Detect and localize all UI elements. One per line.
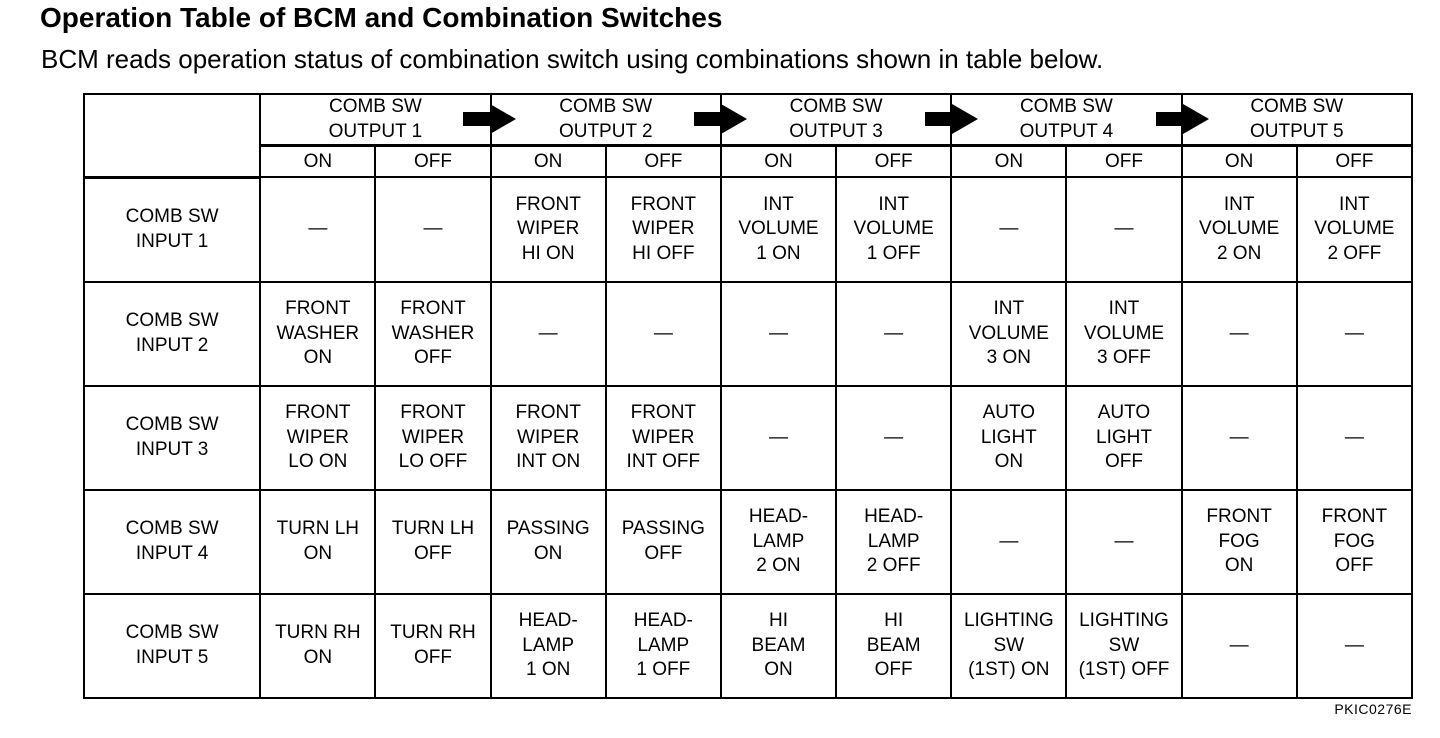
table-cell: HEAD- LAMP 2 OFF: [835, 488, 953, 595]
table-cell: —: [489, 280, 607, 387]
input-row-label: COMB SW INPUT 3: [82, 384, 262, 491]
input-row-label: COMB SW INPUT 5: [82, 592, 262, 699]
table-cell: —: [1065, 176, 1183, 283]
header-onoff-row: ON OFF ON OFF ON OFF ON OFF ON OFF: [84, 144, 1414, 179]
table-cell: TURN RH ON: [259, 592, 377, 699]
header-output-1: COMB SW OUTPUT 1: [259, 93, 492, 148]
page-subtitle: BCM reads operation status of combinatio…: [41, 44, 1104, 74]
table-cell: —: [1065, 488, 1183, 595]
header-output-5: COMB SW OUTPUT 5: [1180, 93, 1414, 148]
table-row-input-3: COMB SW INPUT 3 FRONT WIPER LO ON FRONT …: [82, 384, 1414, 491]
table-cell: FRONT WIPER INT ON: [489, 384, 607, 491]
table-cell: —: [719, 280, 838, 387]
input-row-label: COMB SW INPUT 4: [82, 488, 262, 595]
table-cell: —: [1180, 592, 1298, 699]
table-cell: FRONT WIPER HI ON: [489, 176, 607, 283]
input-row-label: COMB SW INPUT 2: [82, 280, 262, 387]
table-cell: —: [950, 176, 1068, 283]
operation-table: COMB SW OUTPUT 1 COMB SW OUTPUT 2 COMB S…: [82, 92, 1415, 699]
table-row-input-1: COMB SW INPUT 1 — — FRONT WIPER HI ON FR…: [82, 176, 1414, 283]
table-cell: FRONT WASHER OFF: [374, 280, 492, 387]
figure-code: PKIC0276E: [1334, 701, 1412, 717]
table-cell: HI BEAM ON: [719, 592, 838, 699]
on-header-5: ON: [1180, 144, 1298, 179]
input-row-label: COMB SW INPUT 1: [82, 176, 262, 283]
table-cell: TURN RH OFF: [374, 592, 492, 699]
table-cell: HI BEAM OFF: [835, 592, 953, 699]
table-cell: —: [1295, 280, 1414, 387]
header-group-row: COMB SW OUTPUT 1 COMB SW OUTPUT 2 COMB S…: [82, 92, 1414, 179]
table-cell: FRONT FOG ON: [1180, 488, 1298, 595]
on-header-3: ON: [719, 144, 838, 179]
table-cell: FRONT WIPER LO ON: [259, 384, 377, 491]
on-header-4: ON: [950, 144, 1068, 179]
table-cell: INT VOLUME 3 OFF: [1065, 280, 1183, 387]
table-cell: FRONT FOG OFF: [1295, 488, 1414, 595]
header-output-3: COMB SW OUTPUT 3: [719, 93, 953, 148]
table-cell: INT VOLUME 1 ON: [719, 176, 838, 283]
page-title: Operation Table of BCM and Combination S…: [40, 2, 723, 33]
table-cell: INT VOLUME 2 ON: [1180, 176, 1298, 283]
table-cell: —: [604, 280, 722, 387]
table-row-input-5: COMB SW INPUT 5 TURN RH ON TURN RH OFF H…: [82, 592, 1414, 699]
on-header-2: ON: [489, 144, 607, 179]
table-cell: TURN LH ON: [259, 488, 377, 595]
table-cell: HEAD- LAMP 1 ON: [489, 592, 607, 699]
table-cell: HEAD- LAMP 1 OFF: [604, 592, 722, 699]
header-output-2: COMB SW OUTPUT 2: [489, 93, 722, 148]
table-cell: FRONT WIPER LO OFF: [374, 384, 492, 491]
table-cell: —: [835, 280, 953, 387]
table-cell: AUTO LIGHT OFF: [1065, 384, 1183, 491]
off-header-5: OFF: [1295, 144, 1414, 179]
off-header-3: OFF: [835, 144, 953, 179]
table-cell: FRONT WASHER ON: [259, 280, 377, 387]
table-cell: —: [1295, 592, 1414, 699]
header-output-4: COMB SW OUTPUT 4: [950, 93, 1183, 148]
table-cell: —: [1180, 384, 1298, 491]
table-cell: FRONT WIPER INT OFF: [604, 384, 722, 491]
table-cell: FRONT WIPER HI OFF: [604, 176, 722, 283]
table-cell: INT VOLUME 1 OFF: [835, 176, 953, 283]
table-cell: —: [835, 384, 953, 491]
table-row-input-2: COMB SW INPUT 2 FRONT WASHER ON FRONT WA…: [82, 280, 1414, 387]
table-cell: —: [1295, 384, 1414, 491]
table-corner-cell: [82, 92, 262, 179]
table-cell: PASSING OFF: [604, 488, 722, 595]
on-header-1: ON: [259, 144, 377, 179]
table-cell: —: [1180, 280, 1298, 387]
table-row-input-4: COMB SW INPUT 4 TURN LH ON TURN LH OFF P…: [82, 488, 1414, 595]
table-cell: —: [719, 384, 838, 491]
off-header-4: OFF: [1065, 144, 1183, 179]
table-cell: —: [259, 176, 377, 283]
table-cell: HEAD- LAMP 2 ON: [719, 488, 838, 595]
table-cell: —: [950, 488, 1068, 595]
off-header-1: OFF: [374, 144, 492, 179]
bcm-combination-switch-table: COMB SW OUTPUT 1 COMB SW OUTPUT 2 COMB S…: [82, 92, 1414, 699]
table-cell: LIGHTING SW (1ST) ON: [950, 592, 1068, 699]
table-cell: LIGHTING SW (1ST) OFF: [1065, 592, 1183, 699]
table-cell: TURN LH OFF: [374, 488, 492, 595]
table-cell: AUTO LIGHT ON: [950, 384, 1068, 491]
off-header-2: OFF: [604, 144, 722, 179]
table-cell: INT VOLUME 3 ON: [950, 280, 1068, 387]
table-cell: PASSING ON: [489, 488, 607, 595]
table-cell: INT VOLUME 2 OFF: [1295, 176, 1414, 283]
table-cell: —: [374, 176, 492, 283]
